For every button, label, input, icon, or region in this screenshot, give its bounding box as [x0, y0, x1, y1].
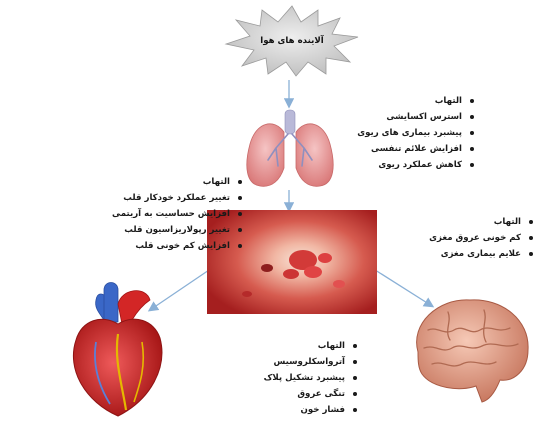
list-item: علایم بیماری مغزی — [429, 246, 533, 262]
list-item: پیشبرد تشکیل پلاک — [264, 370, 357, 386]
list-item: التهاب — [112, 174, 242, 190]
list-item: افزایش کم خونی قلب — [112, 238, 242, 254]
heart-icon — [56, 280, 176, 420]
list-item: آترواسکلروسیس — [264, 354, 357, 370]
list-item: افزایش حساسیت به آریتمی — [112, 206, 242, 222]
lungs-effects-list: التهاب استرس اکسایشی پیشبرد بیماری های ر… — [357, 93, 474, 173]
pollutants-label: آلاینده های هوا — [250, 36, 334, 46]
lungs-icon — [240, 108, 340, 190]
heart-effects-list: التهاب تغییر عملکرد خودکار قلب افزایش حس… — [112, 174, 242, 254]
list-item: تغییر عملکرد خودکار قلب — [112, 190, 242, 206]
list-item: پیشبرد بیماری های ریوی — [357, 125, 474, 141]
list-item: التهاب — [264, 338, 357, 354]
list-item: التهاب — [429, 214, 533, 230]
list-item: تغییر رپولاریزاسیون قلب — [112, 222, 242, 238]
brain-effects-list: التهاب کم خونی عروق مغزی علایم بیماری مغ… — [429, 214, 533, 262]
list-item: التهاب — [357, 93, 474, 109]
list-item: استرس اکسایشی — [357, 109, 474, 125]
vessel-effects-list: التهاب آترواسکلروسیس پیشبرد تشکیل پلاک ت… — [264, 338, 357, 418]
list-item: افزایش علائم تنفسی — [357, 141, 474, 157]
list-item: تنگی عروق — [264, 386, 357, 402]
list-item: کم خونی عروق مغزی — [429, 230, 533, 246]
list-item: کاهش عملکرد ریوی — [357, 157, 474, 173]
list-item: فشار خون — [264, 402, 357, 418]
brain-icon — [404, 290, 534, 410]
